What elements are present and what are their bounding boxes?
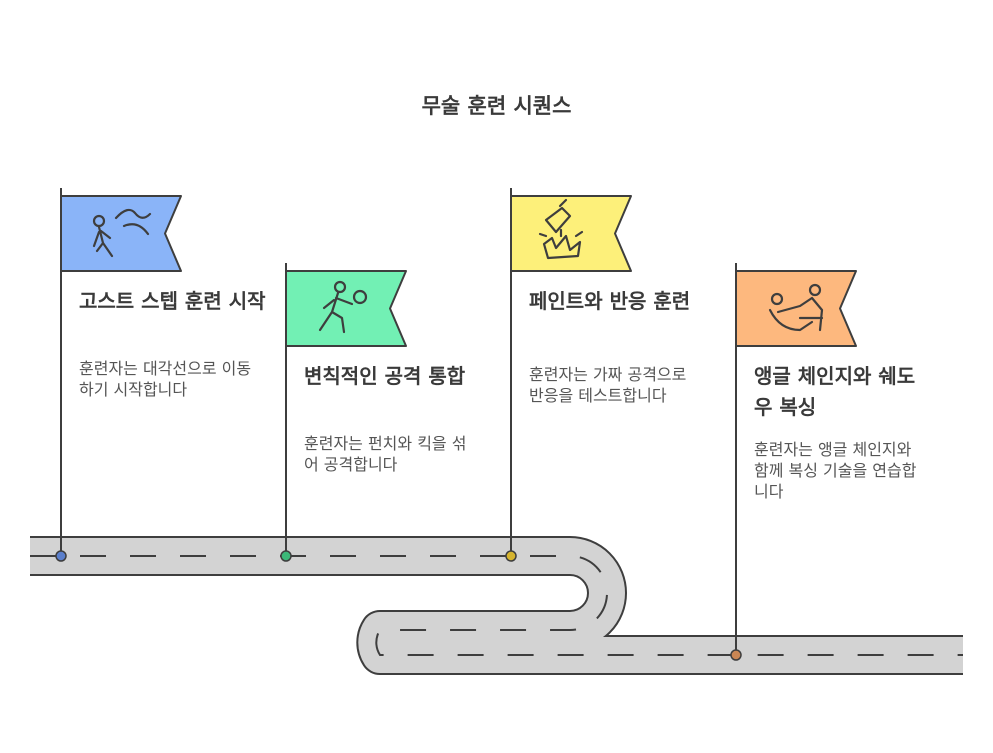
shadow-boxing-icon — [768, 283, 824, 332]
feint-reaction-icon — [538, 198, 584, 260]
punch-kick-icon — [318, 280, 368, 334]
step-1-flag — [55, 188, 182, 562]
diagram-title: 무술 훈련 시퀀스 — [421, 94, 572, 118]
step-2-flag — [280, 263, 407, 562]
step-4-flag — [730, 263, 857, 661]
road-center-dashes — [30, 555, 963, 656]
step-1-description: 훈련자는 대각선으로 이동하기 시작합니다 — [79, 359, 252, 399]
step-2-description: 훈련자는 펀치와 킥을 섞어 공격합니다 — [304, 434, 467, 474]
step-3-flag — [505, 188, 632, 562]
ghost-step-icon — [92, 208, 152, 258]
step-3-description: 훈련자는 가짜 공격으로 반응을 테스트합니다 — [529, 365, 687, 405]
step-4-description: 훈련자는 앵글 체인지와 함께 복싱 기술을 연습합니다 — [754, 440, 917, 501]
road-surface — [30, 538, 963, 673]
step-1-title: 고스트 스텝 훈련 시작 — [79, 289, 266, 313]
step-3-title: 페인트와 반응 훈련 — [529, 289, 691, 313]
step-4-title: 앵글 체인지와 쉐도우 복싱 — [754, 364, 916, 419]
step-2-title: 변칙적인 공격 통합 — [304, 364, 466, 388]
